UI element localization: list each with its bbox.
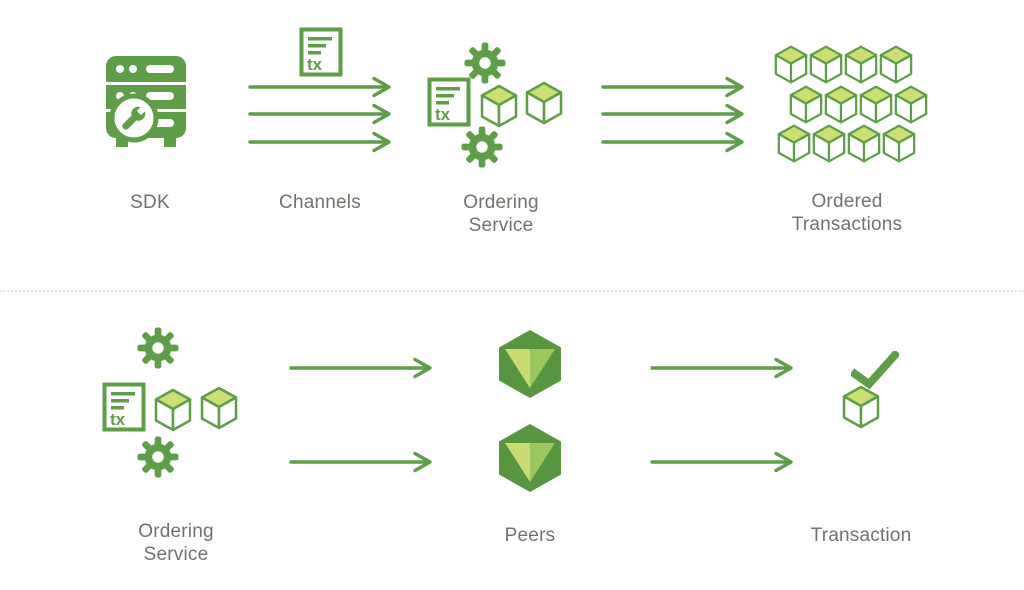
transaction-label: Transaction [810, 525, 912, 546]
flow-arrow-icon [248, 103, 391, 125]
gear-icon [137, 436, 179, 478]
cube-icon [844, 45, 878, 84]
flow-arrow-icon [601, 131, 744, 153]
flow-arrow-icon [601, 76, 744, 98]
cube-icon [809, 45, 843, 84]
tx-document-icon: tx [102, 382, 146, 432]
cube-icon [894, 85, 928, 124]
tx-label: tx [307, 55, 323, 74]
cube-icon [525, 81, 563, 125]
tx-document-icon: tx [299, 27, 343, 77]
cube-icon [774, 45, 808, 84]
cube-icon [882, 124, 916, 163]
tx-label: tx [435, 105, 451, 124]
flow-arrow-icon [601, 103, 744, 125]
cube-icon [842, 385, 880, 429]
flow-arrow-icon [248, 76, 391, 98]
ordering-service-bottom-label-line2: Service [143, 544, 209, 565]
checkmark-icon [851, 351, 899, 390]
gear-icon [137, 327, 179, 369]
ordering-service-top-label-line1: Ordering [463, 192, 539, 213]
ordering-service-top-label-line2: Service [468, 215, 534, 236]
gear-icon [461, 126, 503, 168]
peer-hexagon-icon [499, 424, 561, 492]
cube-icon [859, 85, 893, 124]
cube-icon [789, 85, 823, 124]
cube-icon [480, 84, 518, 128]
flow-arrow-icon [289, 357, 432, 379]
cube-icon [200, 386, 238, 430]
wrench-icon [122, 105, 147, 130]
ordering-service-top-label: Ordering Service [431, 191, 571, 237]
ordered-transactions-label-line2: Transactions [791, 214, 903, 235]
ordered-transactions-label: Ordered Transactions [777, 190, 917, 236]
flow-arrow-icon [289, 451, 432, 473]
section-divider [0, 290, 1024, 292]
ordered-transactions-label-line1: Ordered [811, 191, 883, 212]
flow-arrow-icon [650, 451, 793, 473]
gear-icon [464, 42, 506, 84]
sdk-server-icon [106, 56, 186, 147]
flow-arrow-icon [650, 357, 793, 379]
ordering-service-bottom-label-line1: Ordering [138, 521, 214, 542]
cube-icon [847, 124, 881, 163]
peers-label: Peers [504, 525, 556, 546]
tx-label: tx [110, 410, 126, 429]
cube-icon [879, 45, 913, 84]
sdk-label: SDK [130, 192, 170, 213]
tx-document-icon: tx [427, 77, 471, 127]
channels-label: Channels [279, 192, 361, 213]
cube-icon [812, 124, 846, 163]
cube-icon [777, 124, 811, 163]
peer-hexagon-icon [499, 330, 561, 398]
cube-icon [824, 85, 858, 124]
cube-icon [154, 388, 192, 432]
ordering-service-bottom-label: Ordering Service [106, 520, 246, 566]
flow-arrow-icon [248, 131, 391, 153]
